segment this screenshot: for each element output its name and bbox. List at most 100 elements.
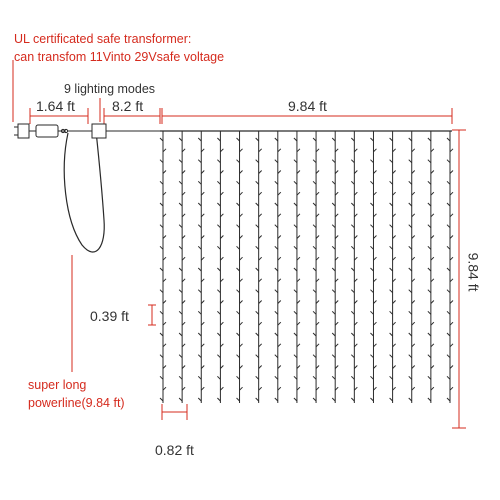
bulb [315,343,320,348]
bulb [181,321,186,326]
bulb [392,235,396,239]
bulb [334,300,339,304]
light-strand [197,131,205,403]
bulb [370,137,374,142]
bulb [274,397,279,402]
bulb [255,224,260,229]
bulb [197,245,202,250]
bulb [178,289,183,294]
bulb [312,267,317,272]
bulb [220,148,224,153]
bulb [239,170,243,174]
bulb [392,321,396,326]
bulb [217,267,221,272]
strand-spacing-dimension [161,404,188,420]
bulb-spacing-dimension [148,304,156,326]
bulb [446,310,451,315]
bulb [389,375,393,380]
bulb [217,354,221,359]
bulb [197,375,202,380]
bulb [239,148,243,153]
bulb [312,397,317,402]
bulb [331,245,336,250]
bulb [255,180,260,185]
bulb [274,332,279,337]
bulb [334,321,339,326]
bulb [408,202,413,207]
bulb [255,202,260,207]
bulb [350,137,355,142]
bulb [162,256,167,261]
bulb [258,343,263,348]
bulb [373,256,377,261]
bulb [296,148,301,153]
bulb [217,397,221,402]
bulb [449,300,454,304]
bulb [162,343,167,348]
bulb [427,224,432,229]
bulb [370,397,374,402]
bulb [331,159,336,164]
bulb [446,245,451,250]
bulb [293,397,298,402]
bulb [162,213,167,218]
bulb [373,343,377,348]
bulb [197,289,202,294]
bulb [331,310,336,315]
bulb [411,343,416,348]
bulb [389,289,393,294]
bulb [217,180,221,185]
bulb [334,191,339,196]
bulb [334,213,339,218]
bulb [353,235,358,239]
bulb [200,278,205,283]
bulb [312,137,317,142]
bulb [353,191,358,196]
bulb [159,202,164,207]
light-strand [255,131,263,403]
light-strand [446,131,454,403]
bulb [331,267,336,272]
bulb [408,289,413,294]
bulb [430,213,435,218]
bulb [408,245,413,250]
bulb [370,267,374,272]
lead-length-dimension [29,108,89,124]
bulb [159,180,164,185]
bulb [446,289,451,294]
bulb [389,310,393,315]
bulb [408,180,413,185]
bulb [258,170,263,174]
bulb [236,289,240,294]
bulb [296,365,301,369]
bulb [181,170,186,174]
curtain-height-dimension [452,129,466,429]
bulb [427,137,432,142]
bulb [277,148,282,153]
bulb [159,224,164,229]
bulb [370,332,374,337]
bulb [427,397,432,402]
bulb [200,321,205,326]
bulb [277,386,282,391]
bulb [408,354,413,359]
light-strand [331,131,339,403]
bulb [411,213,416,218]
bulb [239,256,243,261]
bulb [446,137,451,142]
bulb [370,159,374,164]
bulb [197,224,202,229]
bulb [449,235,454,239]
bulb [427,332,432,337]
bulb [430,300,435,304]
bulb [274,310,279,315]
bulb [197,310,202,315]
bulb [389,245,393,250]
bulb [220,321,224,326]
bulb [217,202,221,207]
bulb [408,310,413,315]
strand-spacing-label: 0.82 ft [155,442,194,458]
bulb [239,321,243,326]
light-strand [217,131,224,403]
light-strand [408,131,416,403]
